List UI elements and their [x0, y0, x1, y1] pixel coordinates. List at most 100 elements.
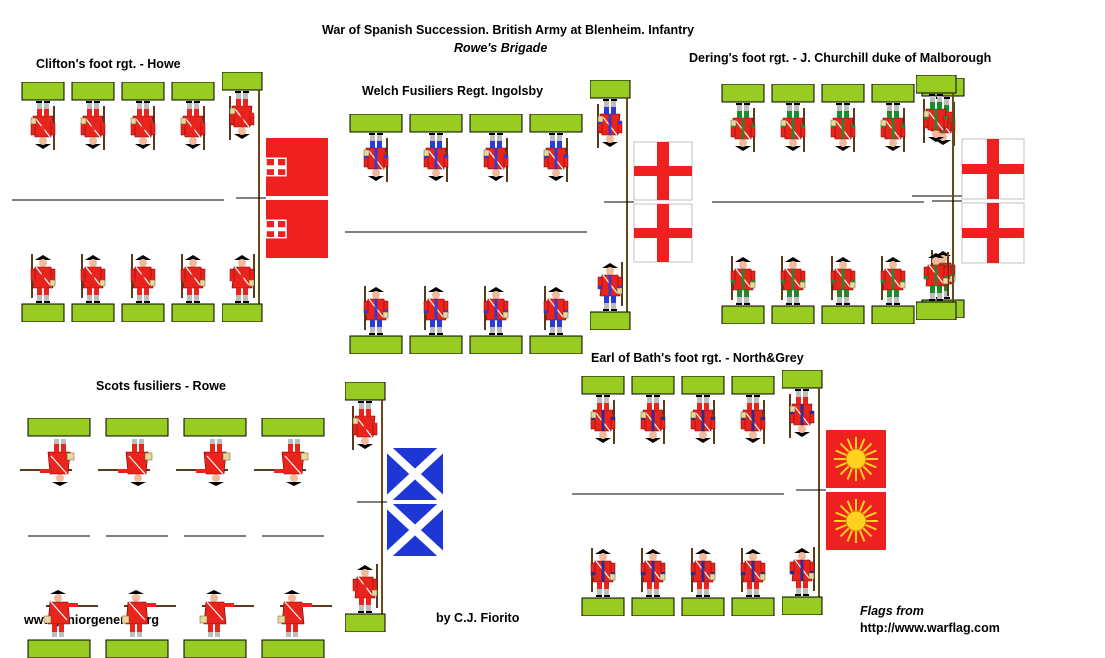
- stand-base: [821, 305, 865, 324]
- stand-base: [529, 335, 583, 354]
- infantry-stand: [525, 114, 587, 354]
- stand-base: [681, 597, 725, 616]
- soldier-figure: [130, 101, 156, 150]
- infantry-stand: [162, 82, 224, 322]
- stand-base: [782, 596, 823, 615]
- soldier-figure: [363, 133, 389, 182]
- stand-base: [721, 84, 765, 103]
- flags-credit-url[interactable]: http://www.warflag.com: [860, 621, 1000, 635]
- sheet-title: War of Spanish Succession. British Army …: [322, 23, 695, 37]
- ensign-flag-stand: [782, 370, 886, 615]
- stand-base: [916, 75, 957, 94]
- stand-base: [409, 114, 463, 133]
- infantry-stand: [20, 418, 98, 658]
- stand-base: [171, 82, 215, 101]
- flag-pole: [952, 93, 954, 302]
- soldier-figure: [130, 254, 156, 303]
- flag-pole: [818, 388, 820, 597]
- ensign-flag-stand: [590, 80, 693, 330]
- stand-base: [771, 84, 815, 103]
- stand-base: [121, 82, 165, 101]
- unit-label-derings: Dering's foot rgt. - J. Churchill duke o…: [689, 51, 992, 65]
- stand-base: [222, 303, 263, 322]
- infantry-stand: [12, 82, 74, 322]
- infantry-stand: [572, 376, 634, 616]
- stand-base: [345, 613, 386, 632]
- flag-pole: [258, 90, 260, 304]
- infantry-stand: [862, 84, 924, 324]
- infantry-stand: [345, 114, 407, 354]
- ensign-flag-stand: [222, 72, 328, 322]
- stand-base: [21, 82, 65, 101]
- ensign-flag-stand: [345, 382, 445, 632]
- infantry-stand: [254, 418, 332, 658]
- soldier-figure: [740, 395, 766, 444]
- soldier-figure: [789, 389, 815, 438]
- stand-base: [590, 80, 631, 99]
- stand-base: [590, 311, 631, 330]
- soldier-figure: [543, 133, 569, 182]
- stand-base: [183, 418, 247, 437]
- stand-base: [71, 82, 115, 101]
- stand-base: [349, 335, 403, 354]
- sheet-subtitle: Rowe's Brigade: [454, 41, 548, 55]
- soldier-figure: [180, 254, 206, 303]
- unit-label-earl-of-bath: Earl of Bath's foot rgt. - North&Grey: [591, 351, 804, 365]
- unit-label-cliftons: Clifton's foot rgt. - Howe: [36, 57, 181, 71]
- soldier-figure: [690, 548, 716, 597]
- infantry-stand: [112, 82, 174, 322]
- stand-base: [222, 72, 263, 91]
- stand-base: [821, 84, 865, 103]
- regimental-flag: [633, 203, 693, 263]
- soldier-figure: [690, 395, 716, 444]
- flag-pole: [626, 98, 628, 312]
- stand-base: [721, 305, 765, 324]
- firing-soldier: [277, 590, 332, 637]
- flags-credit-label: Flags from: [860, 604, 924, 618]
- stand-base: [631, 376, 675, 395]
- soldier-figure: [597, 99, 623, 148]
- regimental-flag: [961, 202, 1025, 264]
- stand-base: [581, 597, 625, 616]
- soldier-figure: [363, 286, 389, 335]
- soldier-figure: [640, 395, 666, 444]
- soldier-figure: [780, 103, 806, 152]
- stand-base: [871, 84, 915, 103]
- stand-base: [171, 303, 215, 322]
- stand-base: [731, 376, 775, 395]
- soldier-figure: [923, 252, 949, 301]
- regimental-flag: [826, 430, 886, 488]
- infantry-stand: [62, 82, 124, 322]
- infantry-stand: [622, 376, 684, 616]
- stand-base: [105, 639, 169, 658]
- firing-soldier: [20, 439, 75, 486]
- regimental-flag: [633, 141, 693, 201]
- regimental-flag: [384, 501, 445, 559]
- soldier-figure: [423, 286, 449, 335]
- infantry-stand: [812, 84, 874, 324]
- soldier-figure: [352, 564, 378, 613]
- soldier-figure: [80, 254, 106, 303]
- stand-base: [121, 303, 165, 322]
- soldier-figure: [352, 401, 378, 450]
- infantry-stand: [98, 418, 176, 658]
- soldier-figure: [789, 547, 815, 596]
- unit-label-scots-fusiliers: Scots fusiliers - Rowe: [96, 379, 226, 393]
- infantry-stand: [176, 418, 254, 658]
- soldier-figure: [880, 256, 906, 305]
- infantry-stand: [722, 376, 784, 616]
- stand-base: [349, 114, 403, 133]
- soldier-figure: [923, 94, 949, 143]
- soldier-figure: [590, 395, 616, 444]
- stand-base: [27, 418, 91, 437]
- soldier-figure: [483, 286, 509, 335]
- stand-base: [529, 114, 583, 133]
- soldier-figure: [30, 254, 56, 303]
- soldier-figure: [483, 133, 509, 182]
- soldier-figure: [880, 103, 906, 152]
- soldier-figure: [730, 256, 756, 305]
- flag-pole: [381, 400, 383, 614]
- stand-base: [631, 597, 675, 616]
- soldier-figure: [740, 548, 766, 597]
- stand-base: [871, 305, 915, 324]
